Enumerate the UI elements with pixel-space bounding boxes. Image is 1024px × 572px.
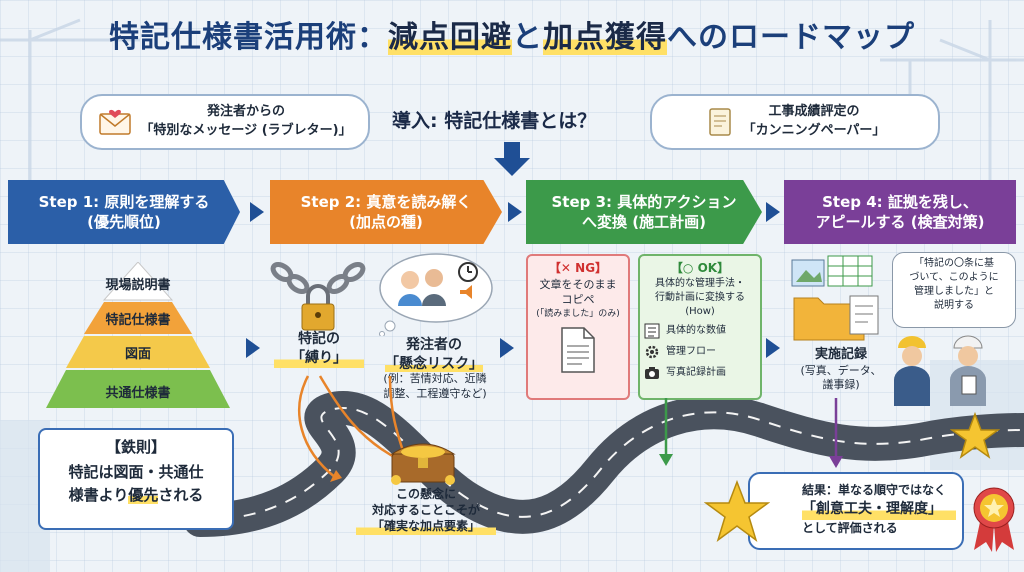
rule-box: 【鉄則】 特記は図面・共通仕 様書より優先される xyxy=(38,428,234,530)
medal-icon xyxy=(973,487,1015,552)
result-line1: 結果：単なる順守ではなく xyxy=(802,483,947,497)
step-2-header: Step 2: 真意を読み解く(加点の種) xyxy=(270,180,502,244)
records-label: 実施記録 (写真、データ、 議事録) xyxy=(800,347,882,392)
concern-risk-label: 発注者の 「懸念リスク」 xyxy=(385,337,483,372)
treasure-label: この懸念に 対応することこそが 「確実な加点要素」 xyxy=(356,486,496,535)
purple-arrow xyxy=(829,398,843,468)
pyramid-level-4: 共通仕様書 xyxy=(105,386,171,401)
scroll-icon xyxy=(708,108,731,136)
arrow-right-icon xyxy=(500,338,514,358)
ok-item-photo: 写真記録計画 xyxy=(644,365,756,381)
arrow-right-icon xyxy=(250,202,264,222)
down-arrow-icon xyxy=(494,142,530,176)
concern-risk-note: (例：苦情対応、近隣 調整、工程遵守など) xyxy=(383,372,487,400)
rule-title: 【鉄則】 xyxy=(105,438,166,456)
step-1-header: Step 1: 原則を理解する(優先順位) xyxy=(8,180,240,244)
big-star-icon xyxy=(704,480,770,542)
result-line2: 「創意工夫・理解度」 xyxy=(802,499,956,520)
ok-line3: (How) xyxy=(685,305,715,317)
arrow-right-icon xyxy=(766,202,780,222)
priority-pyramid xyxy=(46,262,230,408)
treasure-chest-icon xyxy=(390,443,456,485)
step-4-header: Step 4: 証拠を残し、アピールする (検査対策) xyxy=(784,180,1016,244)
gear-icon xyxy=(645,345,659,359)
green-arrow xyxy=(659,398,673,466)
pyramid-level-3: 図面 xyxy=(124,347,151,362)
document-icon xyxy=(561,327,595,373)
camera-icon xyxy=(645,366,659,379)
pyramid-level-1: 現場説明書 xyxy=(105,278,171,293)
result-box: 結果：単なる順守ではなく 「創意工夫・理解度」 として評価される xyxy=(748,472,964,550)
concern-thought-bubble xyxy=(379,253,493,336)
explain-speech-bubble: 「特記の〇条に基 づいて、このように 管理しました」と 説明する xyxy=(892,252,1016,328)
records-icon xyxy=(791,255,879,341)
star-icon xyxy=(950,412,1000,459)
ng-line2: コピペ xyxy=(561,293,595,307)
love-letter-icon xyxy=(99,109,132,135)
ok-card: 【○ OK】 具体的な管理手法・ 行動計画に変換する (How) 具体的な数値 … xyxy=(638,254,762,400)
result-line3: として評価される xyxy=(802,520,898,535)
ng-line3: (「読みました」のみ) xyxy=(536,308,620,319)
arrow-right-icon xyxy=(508,202,522,222)
intro-left-bubble: 発注者からの 「特別なメッセージ (ラブレター)」 xyxy=(80,94,370,150)
ok-line2: 行動計画に変換する xyxy=(655,291,745,303)
rule-line1: 特記は図面・共通仕 xyxy=(68,463,204,481)
ng-card: 【✕ NG】 文章をそのまま コピペ (「読みました」のみ) xyxy=(526,254,630,400)
page-title: 特記仕様書活用術：減点回避と加点獲得へのロードマップ xyxy=(109,20,915,55)
rule-line2: 様書より優先される xyxy=(68,486,204,504)
ng-title: 【✕ NG】 xyxy=(548,261,608,275)
step-3-header: Step 3: 具体的アクションへ変換 (施工計画) xyxy=(526,180,762,244)
ok-item-numbers: 具体的な数値 xyxy=(644,323,756,339)
ok-item-flow: 管理フロー xyxy=(644,344,756,360)
intro-title: 導入: 特記仕様書とは？ xyxy=(392,110,597,132)
arrow-right-icon xyxy=(766,338,780,358)
chain-label: 特記の 「縛り」 xyxy=(274,330,364,368)
ok-title: 【○ OK】 xyxy=(670,261,730,275)
workers-icon xyxy=(894,335,986,406)
checklist-icon xyxy=(644,323,660,339)
ng-line1: 文章をそのまま xyxy=(539,277,617,291)
ok-line1: 具体的な管理手法・ xyxy=(655,277,745,289)
chain-lock-icon xyxy=(270,261,366,331)
arrow-right-icon xyxy=(246,338,260,358)
pyramid-level-2: 特記仕様書 xyxy=(105,313,171,328)
intro-right-bubble: 工事成績評定の 「カンニングペーパー」 xyxy=(650,94,940,150)
